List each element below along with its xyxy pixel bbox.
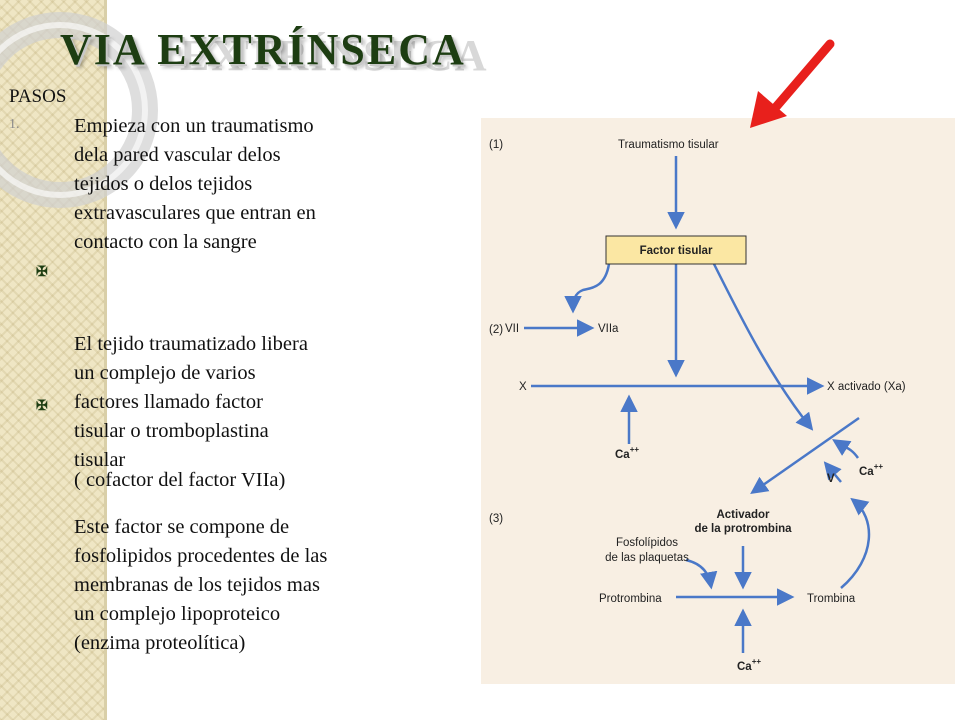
decorative-ring-icon (0, 12, 158, 208)
cross-bullet-icon: ✠ (36, 399, 48, 414)
paragraph-cofactor: ( cofactor del factor VIIa) (74, 469, 286, 491)
arrow-factor-to-crossing (712, 263, 814, 431)
arrow-trombina-feedback (840, 497, 871, 589)
paragraph-traumatismo: Empieza con un traumatismo dela pared va… (74, 115, 316, 253)
red-pointer-arrow-icon (750, 39, 835, 128)
node-x-activado: X activado (Xa) (827, 381, 906, 393)
step-label-3: (3) (489, 513, 503, 525)
step-label-1: (1) (489, 139, 503, 151)
node-viia: VIIa (598, 323, 619, 335)
factor-tisular-box (605, 235, 747, 265)
arrow-factor-to-vii (564, 263, 611, 314)
node-fosfolipidos-1: Fosfolípidos (616, 537, 678, 549)
node-activador-2: de la protrombina (694, 523, 792, 535)
arrow-fosfolipidos (685, 558, 718, 590)
title-reflection: EXTRÍNSECA (180, 31, 489, 80)
arrow-v (823, 461, 842, 483)
arrow-crossing-diag (750, 416, 860, 495)
side-strip-edge (104, 0, 107, 720)
cross-bullet-icon: ✠ (36, 265, 48, 280)
decorative-side-strip (0, 0, 105, 720)
node-x: X (519, 381, 527, 393)
node-traumatismo: Traumatismo tisular (618, 139, 719, 151)
node-ca-bottom: Ca++ (737, 657, 761, 673)
step-number: 1. (9, 117, 20, 132)
paragraph-composicion: Este factor se compone de fosfolipidos p… (74, 516, 328, 654)
pasos-label: PASOS (9, 86, 67, 107)
page-title: VIA EXTRÍNSECA (60, 25, 466, 74)
node-v: V (827, 473, 835, 485)
arrow-ca-right (832, 439, 860, 459)
coagulation-diagram: (1) (2) (3) Traumatismo tisular Factor t… (481, 118, 955, 684)
node-ca-main: Ca++ (615, 445, 639, 461)
node-vii: VII (505, 323, 519, 335)
node-activador-1: Activador (716, 509, 770, 521)
node-ca-right: Ca++ (859, 462, 883, 478)
node-trombina: Trombina (807, 593, 856, 605)
node-fosfolipidos-2: de las plaquetas (605, 552, 689, 564)
step-label-2: (2) (489, 324, 503, 336)
paragraph-factor-tisular: El tejido traumatizado libera un complej… (74, 333, 308, 471)
node-protrombina: Protrombina (599, 593, 662, 605)
node-factor-tisular: Factor tisular (640, 245, 713, 257)
